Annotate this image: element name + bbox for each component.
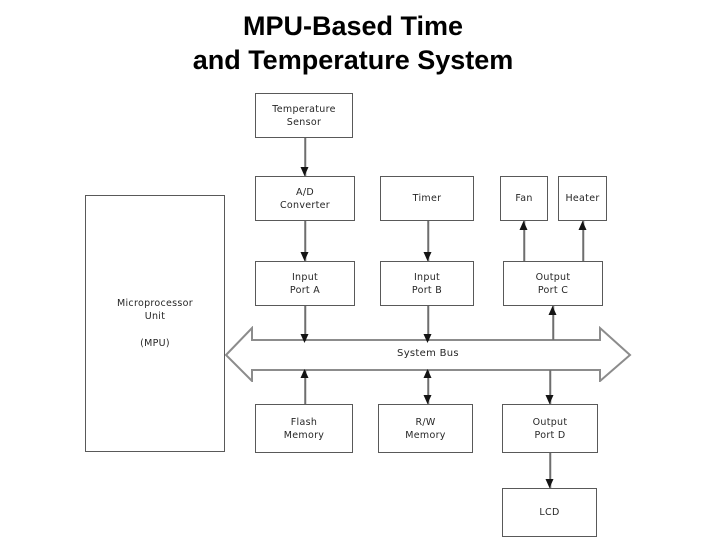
- slide-title: MPU-Based Time and Temperature System: [0, 9, 706, 77]
- connector-port-a-to-bus: [304, 306, 306, 341]
- connector-adc-to-port-a: [304, 221, 306, 261]
- mpu-sublabel: (MPU): [140, 338, 170, 349]
- node-lcd: LCD: [502, 488, 597, 537]
- connector-port-b-to-bus: [427, 306, 429, 341]
- node-fan: Fan: [500, 176, 548, 221]
- node-input-port-b: Input Port B: [380, 261, 474, 306]
- arrowhead-into-adc: [300, 167, 309, 176]
- node-timer: Timer: [380, 176, 474, 221]
- slide-title-line1: MPU-Based Time: [242, 11, 464, 41]
- node-flash-memory: Flash Memory: [255, 404, 353, 453]
- arrowhead-into-port-d: [545, 395, 554, 404]
- arrowhead-into-port-a: [300, 252, 309, 261]
- connector-timer-to-port-b: [427, 221, 429, 261]
- system-bus-label: System Bus: [397, 348, 459, 359]
- arrowhead-into-port-c: [548, 306, 557, 315]
- arrowhead-flash-into-bus: [300, 369, 309, 378]
- arrowhead-bus-into-rw: [423, 395, 432, 404]
- node-rw-memory: R/W Memory: [378, 404, 473, 453]
- arrowhead-into-port-b: [423, 252, 432, 261]
- system-bus-arrow: [224, 326, 632, 382]
- connector-bus-to-port-d: [549, 370, 551, 404]
- node-ad-converter: A/D Converter: [255, 176, 355, 221]
- arrowhead-port-b-into-bus: [423, 334, 432, 343]
- mpu-label: Microprocessor Unit: [117, 298, 193, 322]
- connector-port-c-to-heater: [582, 221, 584, 261]
- slide-title-line2: and Temperature System: [192, 45, 514, 75]
- node-output-port-d: Output Port D: [502, 404, 598, 453]
- connector-port-d-to-lcd: [549, 453, 551, 488]
- connector-sensor-to-adc: [304, 138, 306, 176]
- arrowhead-into-heater: [578, 221, 587, 230]
- node-input-port-a: Input Port A: [255, 261, 355, 306]
- node-mpu: Microprocessor Unit (MPU): [85, 195, 225, 452]
- arrowhead-port-a-into-bus: [300, 334, 309, 343]
- connector-bus-to-port-c: [552, 306, 554, 340]
- arrowhead-into-lcd: [545, 479, 554, 488]
- connector-port-c-to-fan: [523, 221, 525, 261]
- connector-rw-to-bus: [427, 370, 429, 404]
- node-output-port-c: Output Port C: [503, 261, 603, 306]
- arrowhead-into-fan: [519, 221, 528, 230]
- node-temperature-sensor: Temperature Sensor: [255, 93, 353, 138]
- connector-flash-to-bus: [304, 370, 306, 404]
- arrowhead-rw-into-bus: [423, 369, 432, 378]
- node-heater: Heater: [558, 176, 607, 221]
